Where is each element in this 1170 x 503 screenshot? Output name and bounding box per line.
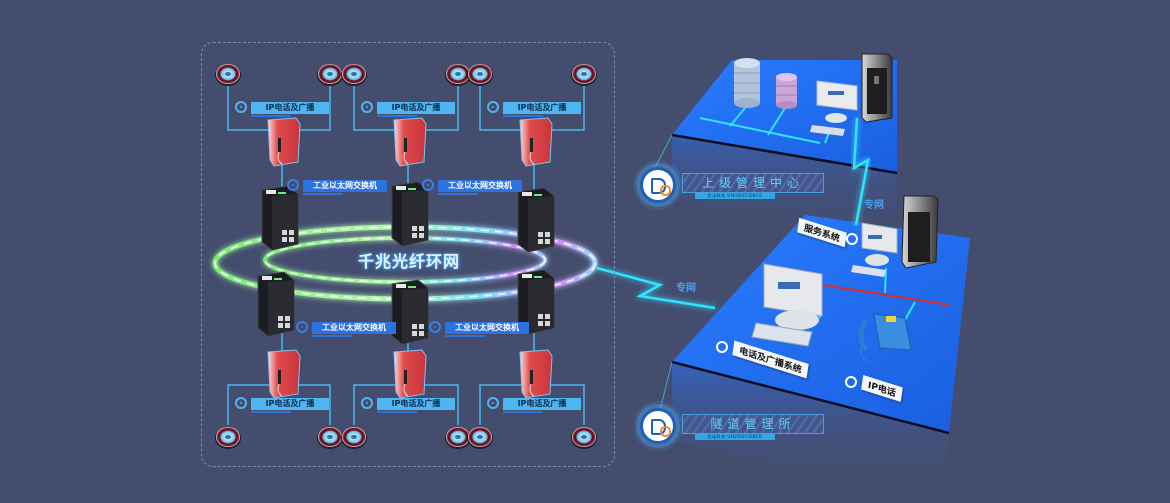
- ip-phone-terminal-icon: [393, 349, 427, 399]
- brand-logo-icon: [640, 167, 676, 203]
- tunnel-center-title: 隧道管理所 优诺科技 UNONSCIENCE: [640, 408, 840, 444]
- group-label-text: IP电话及广播: [251, 398, 329, 410]
- switch-label-text: 工业以太网交换机: [438, 180, 522, 192]
- ring-network-area: [201, 42, 615, 467]
- target-icon: [361, 397, 373, 409]
- monitor-icon: [751, 263, 823, 347]
- target-icon: [422, 179, 434, 191]
- ip-phone-terminal-icon: [519, 349, 553, 399]
- group-label-text: IP电话及广播: [503, 398, 581, 410]
- switch-label-text: 工业以太网交换机: [445, 322, 529, 334]
- target-icon: [361, 101, 373, 113]
- switch-label-text: 工业以太网交换机: [303, 180, 387, 192]
- ceiling-speaker-icon: [467, 64, 493, 86]
- group-label-text: IP电话及广播: [377, 102, 455, 114]
- group-label-bottom-3: IP电话及广播: [485, 396, 615, 413]
- group-label-top-1: IP电话及广播: [233, 100, 363, 117]
- monitor-icon: [810, 80, 858, 136]
- ceiling-speaker-icon: [215, 64, 241, 86]
- switch-label-top-2: 工业以太网交换机: [420, 178, 522, 195]
- brand-logo-icon: [640, 408, 676, 444]
- ip-phone-terminal-icon: [267, 349, 301, 399]
- ip-phone-terminal-icon: [267, 117, 301, 167]
- private-network-link-upper: [852, 117, 870, 226]
- database-server-icon: [776, 73, 797, 109]
- ceiling-speaker-icon: [341, 427, 367, 449]
- ip-desk-phone-icon: [858, 313, 912, 362]
- switch-label-top-1: 工业以太网交换机: [285, 178, 387, 195]
- industrial-switch-icon: [261, 185, 299, 251]
- ceiling-speaker-icon: [317, 427, 343, 449]
- ip-phone-terminal-icon: [519, 117, 553, 167]
- ceiling-speaker-icon: [341, 64, 367, 86]
- upper-center-platform: [671, 53, 898, 240]
- industrial-switch-icon: [257, 271, 295, 337]
- ceiling-speaker-icon: [317, 64, 343, 86]
- target-icon: [296, 321, 308, 333]
- group-label-bottom-1: IP电话及广播: [233, 396, 363, 413]
- industrial-switch-icon: [517, 269, 555, 335]
- switch-label-bottom-1: 工业以太网交换机: [294, 320, 396, 337]
- industrial-switch-icon: [391, 181, 429, 247]
- group-label-bottom-2: IP电话及广播: [359, 396, 489, 413]
- monitor-icon: [851, 222, 898, 277]
- left-panel-devices: [215, 64, 597, 449]
- target-icon: [235, 101, 247, 113]
- tower-server-icon: [861, 53, 893, 123]
- tunnel-center-title-text: 隧道管理所: [682, 414, 824, 434]
- target-icon: [429, 321, 441, 333]
- group-label-top-2: IP电话及广播: [359, 100, 489, 117]
- group-label-text: IP电话及广播: [251, 102, 329, 114]
- ceiling-speaker-icon: [215, 427, 241, 449]
- upper-center-title-text: 上级管理中心: [682, 173, 824, 193]
- brand-subtitle: 优诺科技 UNONSCIENCE: [695, 434, 775, 440]
- target-icon: [487, 101, 499, 113]
- target-icon: [235, 397, 247, 409]
- industrial-switch-icon: [517, 187, 555, 253]
- target-icon: [287, 179, 299, 191]
- ceiling-speaker-icon: [571, 427, 597, 449]
- ceiling-speaker-icon: [467, 427, 493, 449]
- ceiling-speaker-icon: [445, 64, 471, 86]
- tower-server-icon: [901, 195, 939, 269]
- switch-label-text: 工业以太网交换机: [312, 322, 396, 334]
- ceiling-speaker-icon: [445, 427, 471, 449]
- ceiling-speaker-icon: [571, 64, 597, 86]
- red-link-line: [822, 284, 951, 306]
- upper-center-title: 上级管理中心 优诺科技 UNONSCIENCE: [640, 167, 840, 203]
- private-network-link-ring: [596, 266, 716, 310]
- brand-subtitle: 优诺科技 UNONSCIENCE: [695, 193, 775, 199]
- switch-label-bottom-2: 工业以太网交换机: [427, 320, 529, 337]
- private-network-label-upper: 专网: [864, 200, 884, 211]
- group-label-text: IP电话及广播: [503, 102, 581, 114]
- group-label-text: IP电话及广播: [377, 398, 455, 410]
- group-label-top-3: IP电话及广播: [485, 100, 615, 117]
- target-icon: [845, 376, 857, 388]
- ip-phone-terminal-icon: [393, 117, 427, 167]
- industrial-switch-icon: [391, 279, 429, 345]
- database-server-icon: [734, 58, 760, 108]
- upper-network-cable: [699, 117, 821, 144]
- target-icon: [487, 397, 499, 409]
- target-icon: [846, 233, 858, 245]
- target-icon: [716, 341, 728, 353]
- private-network-label-ring: 专网: [676, 283, 696, 294]
- ring-title: 千兆光纤环网: [358, 252, 461, 271]
